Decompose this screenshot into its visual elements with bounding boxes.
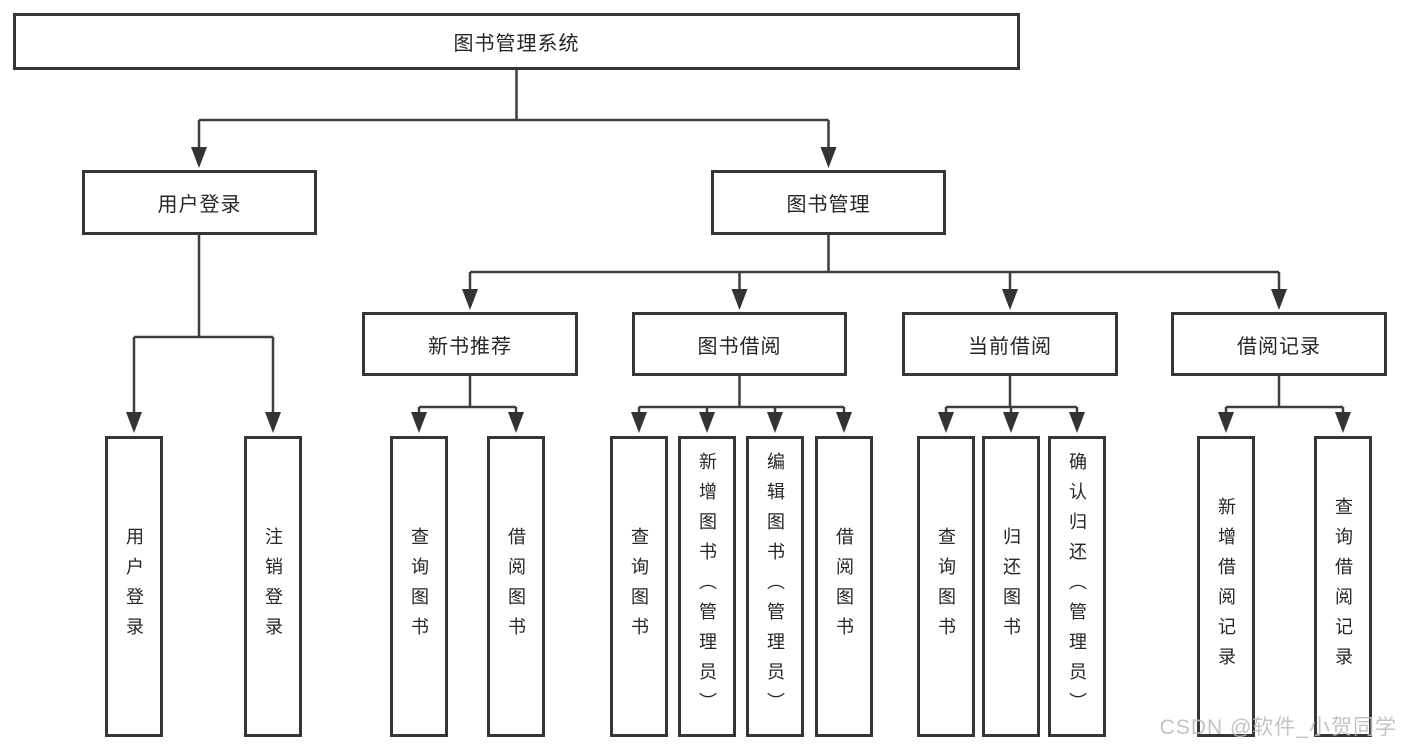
leaf-borrowing-query-books: 查询图书 bbox=[610, 436, 668, 737]
leaf-borrowing-add-books-admin: 新增图书（管理员） bbox=[678, 436, 736, 737]
watermark: CSDN @软件_小贺同学 bbox=[1159, 716, 1397, 739]
leaf-current-query-books: 查询图书 bbox=[917, 436, 975, 737]
node-book-management: 图书管理 bbox=[711, 170, 946, 235]
leaf-label: 确认归还（管理员） bbox=[1067, 451, 1087, 722]
leaf-label: 查询图书 bbox=[936, 526, 956, 647]
node-label: 图书管理系统 bbox=[453, 33, 580, 55]
connector-newbook-to-leaves bbox=[411, 376, 524, 433]
node-user-login: 用户登录 bbox=[82, 170, 317, 235]
leaf-label: 新增借阅记录 bbox=[1216, 496, 1236, 677]
leaf-records-add-borrow-record: 新增借阅记录 bbox=[1197, 436, 1255, 737]
arrow-down-icon bbox=[462, 289, 478, 310]
arrow-down-icon bbox=[1271, 289, 1287, 310]
leaf-label: 用户登录 bbox=[124, 526, 144, 647]
leaf-label: 查询图书 bbox=[409, 526, 429, 647]
arrow-down-icon bbox=[126, 412, 142, 433]
leaf-label: 查询图书 bbox=[629, 526, 649, 647]
node-current-borrowing: 当前借阅 bbox=[902, 312, 1118, 376]
leaf-borrowing-edit-books-admin: 编辑图书（管理员） bbox=[746, 436, 804, 737]
node-label: 图书借阅 bbox=[697, 335, 782, 358]
leaf-label: 归还图书 bbox=[1001, 526, 1021, 647]
arrow-down-icon bbox=[1002, 289, 1018, 310]
arrow-down-icon bbox=[699, 412, 715, 433]
arrow-down-icon bbox=[836, 412, 852, 433]
arrow-down-icon bbox=[1335, 412, 1351, 433]
node-borrowing-records: 借阅记录 bbox=[1171, 312, 1387, 376]
leaf-newbook-query-books: 查询图书 bbox=[390, 436, 448, 737]
node-label: 当前借阅 bbox=[968, 335, 1052, 358]
connector-currentborrow-to-leaves bbox=[938, 376, 1085, 433]
node-label: 借阅记录 bbox=[1237, 335, 1321, 358]
arrow-down-icon bbox=[265, 412, 281, 433]
connector-userlogin-to-leaves bbox=[126, 235, 281, 433]
node-label: 新书推荐 bbox=[428, 335, 512, 358]
arrow-down-icon bbox=[631, 412, 647, 433]
leaf-current-return-books: 归还图书 bbox=[982, 436, 1040, 737]
arrow-down-icon bbox=[508, 412, 524, 433]
node-new-book-recommendation: 新书推荐 bbox=[362, 312, 578, 376]
leaf-records-query-borrow-record: 查询借阅记录 bbox=[1314, 436, 1372, 737]
arrow-down-icon bbox=[731, 289, 748, 310]
leaf-newbook-borrow-books: 借阅图书 bbox=[487, 436, 545, 737]
node-label: 图书管理 bbox=[786, 194, 871, 216]
arrow-down-icon bbox=[820, 147, 837, 168]
arrow-down-icon bbox=[1218, 412, 1234, 433]
node-book-borrowing: 图书借阅 bbox=[632, 312, 847, 376]
leaf-logout: 注销登录 bbox=[244, 436, 302, 737]
leaf-label: 新增图书（管理员） bbox=[697, 451, 717, 722]
leaf-label: 编辑图书（管理员） bbox=[765, 451, 785, 722]
arrow-down-icon bbox=[1003, 412, 1019, 433]
connector-bookmgmt-to-level3 bbox=[462, 235, 1287, 310]
node-label: 用户登录 bbox=[157, 194, 242, 216]
arrow-down-icon bbox=[191, 147, 207, 168]
connector-root-to-level2 bbox=[191, 70, 837, 168]
arrow-down-icon bbox=[411, 412, 427, 433]
leaf-label: 借阅图书 bbox=[834, 526, 854, 647]
arrow-down-icon bbox=[1069, 412, 1085, 433]
arrow-down-icon bbox=[767, 412, 783, 433]
leaf-borrowing-borrow-books: 借阅图书 bbox=[815, 436, 873, 737]
leaf-label: 借阅图书 bbox=[506, 526, 526, 647]
leaf-current-confirm-return-admin: 确认归还（管理员） bbox=[1048, 436, 1106, 737]
leaf-label: 注销登录 bbox=[263, 526, 283, 647]
leaf-user-login: 用户登录 bbox=[105, 436, 163, 737]
leaf-label: 查询借阅记录 bbox=[1333, 496, 1353, 677]
arrow-down-icon bbox=[938, 412, 954, 433]
connector-borrowrecord-to-leaves bbox=[1218, 376, 1351, 433]
node-root-system: 图书管理系统 bbox=[13, 13, 1020, 70]
connector-bookborrow-to-leaves bbox=[631, 376, 852, 433]
